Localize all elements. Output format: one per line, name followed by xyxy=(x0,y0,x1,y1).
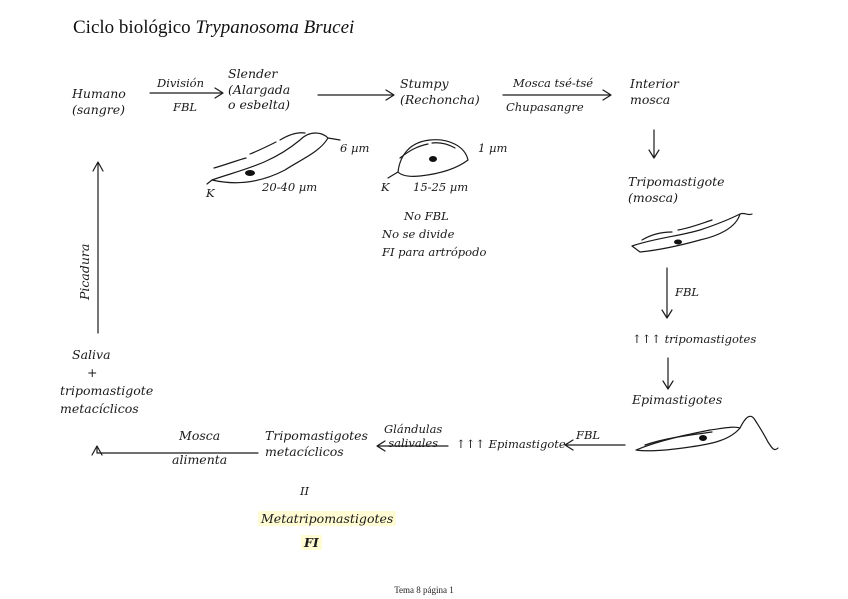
title-plain: Ciclo biológico xyxy=(73,17,191,38)
no-fbl-note: No FBL xyxy=(404,209,449,223)
node-tripomastigote-mosca: Tripomastigote (mosca) xyxy=(628,174,725,205)
arrowhead-tripo-many xyxy=(661,309,673,319)
tripomastigotes-label: Tripomastigotes xyxy=(265,428,368,443)
humano-label: Humano xyxy=(72,86,126,101)
arrowhead-meta-saliva xyxy=(91,445,103,456)
fbl-right-label: FBL xyxy=(675,285,700,299)
metaciclicos-label: metacíclicos xyxy=(265,443,344,459)
many-tripomastigotes-label: ↑↑↑ tripomastigotes xyxy=(632,332,757,346)
metatripo-highlight: Metatripomastigotes xyxy=(258,511,397,526)
stumpy-k-label: K xyxy=(381,180,390,194)
tripo-mosca-sublabel: (mosca) xyxy=(628,189,678,205)
stumpy-length-label: 15-25 µm xyxy=(413,180,469,194)
fi-label: FI xyxy=(301,535,322,551)
many-epimastigote-label: ↑↑↑ Epimastigote xyxy=(456,437,566,451)
mosca-alimenta: Mosca alimenta xyxy=(172,428,227,467)
node-slender: Slender (Alargada o esbelta) xyxy=(228,66,290,113)
node-tripo-metaciclicos: Tripomastigotes metacíclicos xyxy=(265,428,368,459)
stumpy-label: Stumpy xyxy=(400,76,449,91)
stumpy-width-label: 1 µm xyxy=(478,141,508,155)
epimastigote-icon xyxy=(635,415,779,452)
chupasangre-label: Chupasangre xyxy=(506,100,584,114)
slender-width-label: 6 µm xyxy=(340,141,370,155)
stumpy-notes: No FBL No se divide FI para artrópodo xyxy=(382,208,486,261)
tripomastigote-mosca-icon xyxy=(631,212,753,253)
saliva-label: Saliva xyxy=(72,347,111,362)
metatripomastigotes-label: Metatripomastigotes xyxy=(258,511,397,527)
no-divide-note: No se divide xyxy=(382,226,455,241)
saliva-metaciclicos-label: metacíclicos xyxy=(60,401,139,417)
plus-label: + xyxy=(87,365,98,381)
arrowhead-stumpy-interior xyxy=(602,89,612,101)
arrowhead-interior-tripo xyxy=(648,149,660,159)
interior-label: Interior xyxy=(630,76,679,91)
node-interior-mosca: Interior mosca xyxy=(630,76,679,107)
arrowhead-many-epi xyxy=(662,380,674,390)
slender-parasite-icon xyxy=(206,132,341,185)
saliva-tripo-label: tripomastigote xyxy=(60,383,154,399)
page-footer: Tema 8 página 1 xyxy=(394,585,454,595)
slender-k-label: K xyxy=(206,186,215,200)
mosca-label: mosca xyxy=(630,91,671,107)
alargada-label: (Alargada xyxy=(228,81,291,97)
arrowhead-humano-slender xyxy=(214,87,224,99)
arrowhead-slender-stumpy xyxy=(385,89,395,101)
rechoncha-label: (Rechoncha) xyxy=(400,91,480,107)
epimastigotes-label: Epimastigotes xyxy=(632,392,723,407)
fbl-bottom-label: FBL xyxy=(576,428,601,442)
arrowhead-saliva-humano xyxy=(92,161,104,172)
slender-label: Slender xyxy=(228,66,278,81)
mosca-alimenta-mosca: Mosca xyxy=(179,428,221,443)
fi-artropodo-note: FI para artrópodo xyxy=(382,244,487,259)
node-humano: Humano (sangre) xyxy=(72,86,126,117)
fbl-top-label: FBL xyxy=(173,100,198,114)
slender-length-label: 20-40 µm xyxy=(262,180,318,194)
glandulas-salivales: Glándulas salivales xyxy=(384,422,442,451)
division-label: División xyxy=(157,76,204,90)
mosca-tse-label: Mosca tsé-tsé xyxy=(513,76,594,90)
arrow-meta-saliva xyxy=(96,447,259,454)
title-italic: Trypanosoma Brucei xyxy=(195,17,355,38)
alimenta-label: alimenta xyxy=(172,451,228,467)
stumpy-parasite-icon xyxy=(387,139,469,179)
arrowhead-many-meta xyxy=(376,440,386,452)
fi-highlight: FI xyxy=(301,535,322,550)
node-stumpy: Stumpy (Rechoncha) xyxy=(400,76,480,107)
arrowhead-epi-many xyxy=(564,439,574,451)
sangre-label: (sangre) xyxy=(72,101,126,117)
page-title: Ciclo biológico Trypanosoma Brucei xyxy=(73,17,354,39)
salivales-label: salivales xyxy=(388,436,439,451)
equals-mark: II xyxy=(300,484,310,498)
picadura-label: Picadura xyxy=(77,243,92,300)
node-saliva: Saliva + tripomastigote metacíclicos xyxy=(60,346,153,419)
tripomastigote-label: Tripomastigote xyxy=(628,174,725,189)
esbelta-label: o esbelta) xyxy=(228,97,291,113)
glandulas-label: Glándulas xyxy=(384,422,443,436)
